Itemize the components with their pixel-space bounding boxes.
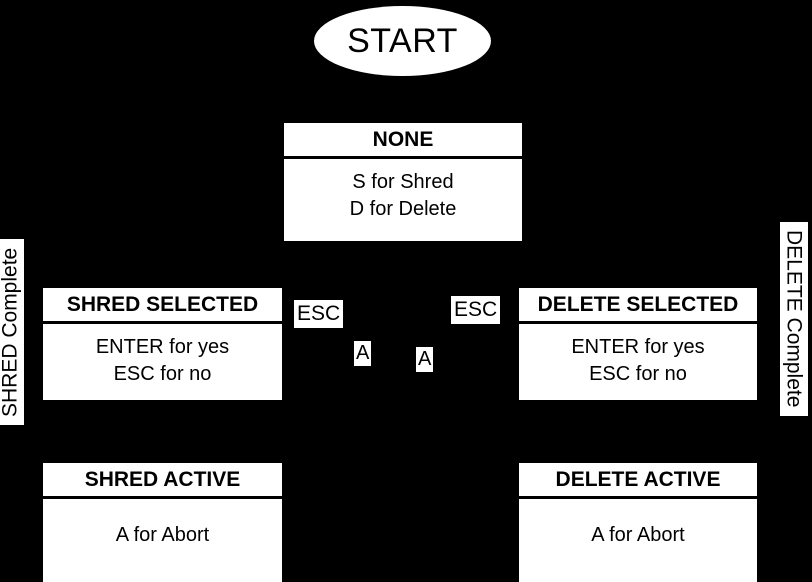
state-shred-selected-body-line-1: ENTER for yes — [95, 336, 230, 359]
start-node-label: START — [347, 22, 458, 60]
transition-label-esc-delete: ESC — [451, 296, 501, 325]
state-none-body-line-1: S for Shred — [352, 171, 454, 194]
transition-label-shred-complete: SHRED Complete — [0, 239, 24, 425]
transition-label-abort-shred: A — [354, 341, 372, 366]
state-delete-selected-body: ENTER for yes ESC for no — [519, 324, 757, 400]
state-delete-active-body: A for Abort — [519, 499, 757, 582]
state-none-title: NONE — [284, 123, 522, 160]
connector-shred-selected-to-shred-active — [162, 400, 165, 463]
connector-delete-selected-to-delete-active — [637, 400, 640, 463]
state-delete-active-title: DELETE ACTIVE — [519, 463, 757, 500]
start-node[interactable]: START — [314, 6, 491, 76]
state-delete-selected-body-line-1: ENTER for yes — [571, 336, 705, 359]
state-shred-active[interactable]: SHRED ACTIVE A for Abort — [43, 463, 282, 582]
state-delete-selected-body-line-2: ESC for no — [589, 363, 687, 386]
transition-label-esc-shred: ESC — [294, 300, 344, 329]
state-shred-selected[interactable]: SHRED SELECTED ENTER for yes ESC for no — [43, 288, 282, 400]
transition-label-delete-complete: DELETE Complete — [780, 222, 808, 416]
state-none[interactable]: NONE S for Shred D for Delete — [284, 123, 522, 241]
state-delete-selected[interactable]: DELETE SELECTED ENTER for yes ESC for no — [519, 288, 757, 400]
state-none-body: S for Shred D for Delete — [284, 159, 522, 241]
connector-none-to-delete-selected — [637, 240, 640, 288]
state-delete-active[interactable]: DELETE ACTIVE A for Abort — [519, 463, 757, 582]
state-shred-selected-title: SHRED SELECTED — [43, 288, 282, 325]
state-none-body-line-2: D for Delete — [349, 198, 457, 221]
state-shred-selected-body: ENTER for yes ESC for no — [43, 324, 282, 400]
state-shred-selected-body-line-2: ESC for no — [113, 363, 212, 386]
state-delete-selected-title: DELETE SELECTED — [519, 288, 757, 325]
state-shred-active-body-line-1: A for Abort — [115, 524, 210, 547]
connector-start-to-none — [401, 80, 404, 123]
transition-label-abort-delete: A — [416, 347, 434, 372]
state-delete-active-body-line-1: A for Abort — [591, 524, 685, 547]
state-shred-active-title: SHRED ACTIVE — [43, 463, 282, 500]
connector-none-to-shred-selected — [162, 240, 165, 288]
state-shred-active-body: A for Abort — [43, 499, 282, 582]
